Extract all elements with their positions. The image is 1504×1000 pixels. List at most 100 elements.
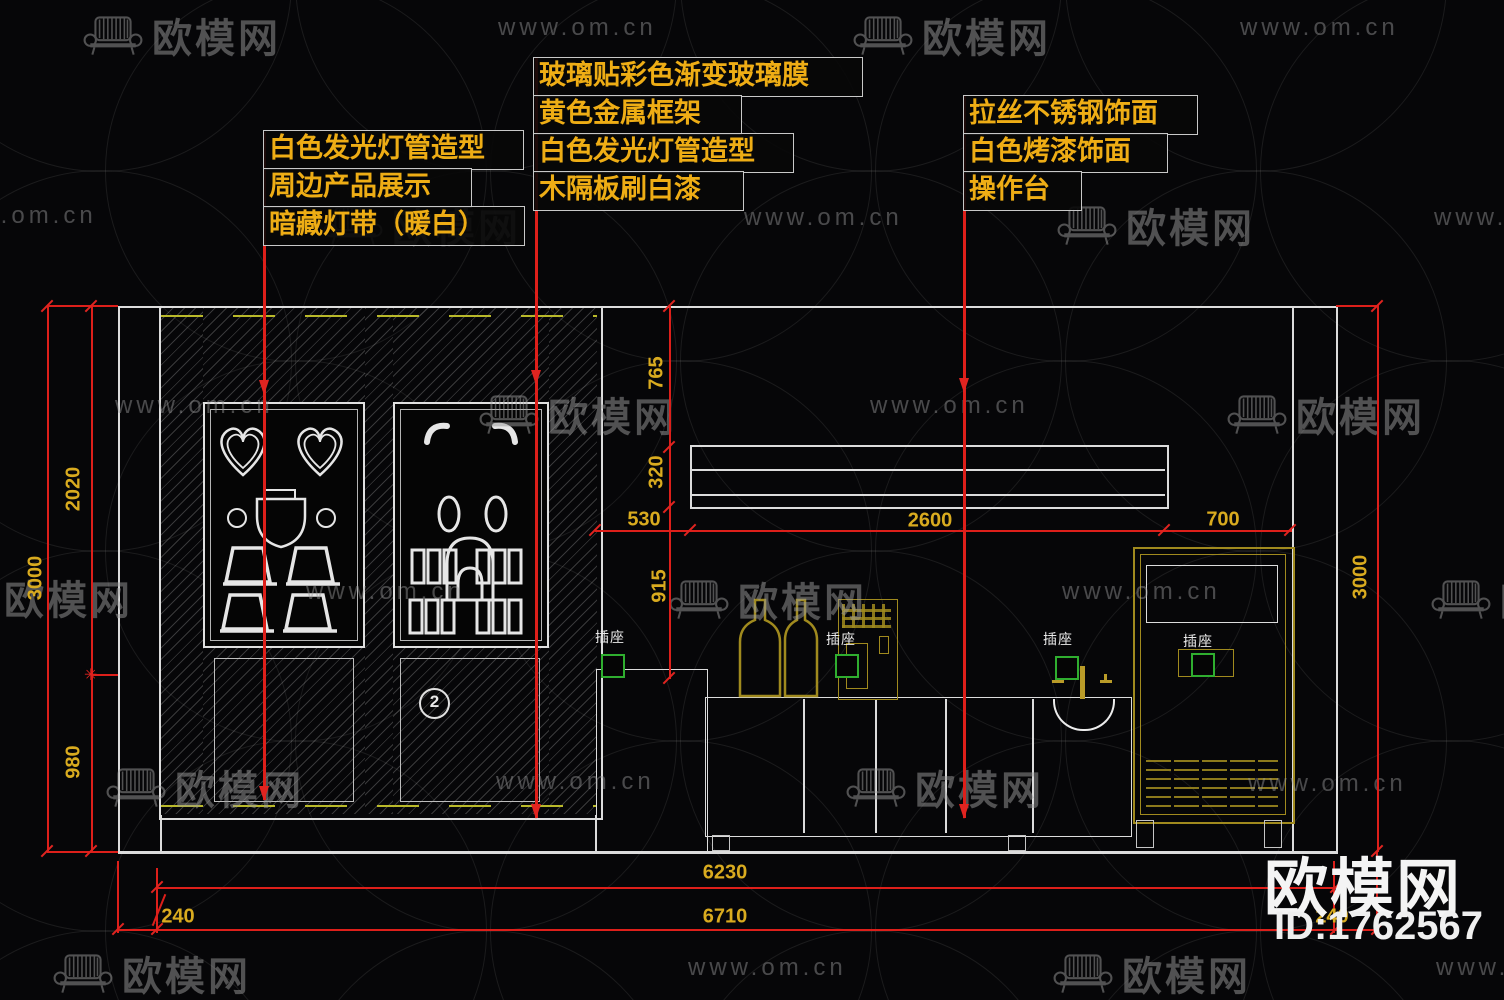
sofa-icon (479, 395, 539, 434)
faucet-spout (1080, 666, 1085, 699)
watermark-url: www.om.cn (744, 204, 903, 231)
watermark-logo: 欧模网 (1052, 944, 1251, 1000)
dim-line-right-total (1377, 306, 1379, 852)
sofa-icon (853, 16, 913, 55)
cabinet-top-rail-left (203, 308, 365, 402)
outlet-2 (835, 654, 859, 678)
cabinet-left-stile (161, 308, 203, 814)
wall-shelf-line-1 (690, 469, 1165, 471)
watermark-brand-text: 欧模网 (915, 769, 1044, 813)
watermark-circle (490, 360, 872, 742)
cabinet-right-stile (549, 308, 597, 814)
display-cabinet-frame (159, 306, 603, 820)
watermark-logo: 欧模网 (322, 196, 521, 254)
watermark-brand-text: 欧模网 (122, 955, 251, 999)
leader-mid-arrow-end (531, 804, 541, 819)
watermark-brand-text: 欧模网 (175, 769, 304, 813)
wall-shelf-line-2 (690, 494, 1165, 496)
ice-machine-grille (1146, 757, 1278, 807)
ice-machine-leg-right (1264, 820, 1282, 848)
main-counter (705, 697, 1132, 837)
watermark-circle (680, 170, 1062, 552)
callout-right-2: 白色烤漆饰面 (963, 133, 1168, 173)
watermark-logo: 欧模网 (1056, 196, 1255, 254)
leader-mid (535, 57, 538, 818)
watermark-circle (0, 0, 292, 172)
panel-number: 2 (429, 692, 440, 711)
watermark-circle (105, 0, 487, 362)
display-items-face-graphic (408, 422, 523, 635)
display-window-left-inner-frame (210, 409, 358, 641)
watermark-logo: 欧模网 (0, 568, 133, 626)
left-wall-line (118, 306, 120, 853)
ice-machine-inner-frame (1140, 554, 1286, 815)
dim-right-total: 3000 (1349, 554, 1372, 600)
watermark-brand-text: 欧模网 (1500, 570, 1504, 628)
watermark-circle (1260, 740, 1504, 1000)
outlet-1 (601, 654, 625, 678)
outlet-4 (1191, 653, 1215, 677)
watermark-circle (1260, 360, 1504, 742)
callout-left-1: 白色发光灯管造型 (263, 130, 524, 170)
display-window-right-inner-frame (400, 409, 542, 641)
counter-divider-2 (875, 699, 877, 833)
sofa-icon (323, 206, 383, 245)
led-strip-bottom (161, 805, 597, 807)
watermark-circle (680, 0, 1062, 172)
cabinet-plinth-left (160, 815, 162, 852)
watermark-circle (1065, 930, 1447, 1000)
sofa-icon (53, 954, 113, 993)
callout-mid-4: 木隔板刷白漆 (533, 171, 744, 211)
callout-mid-2: 黄色金属框架 (533, 95, 742, 135)
ice-machine-leg-left (1136, 820, 1154, 848)
outlet-1-label: 插座 (595, 629, 625, 645)
counter-leg-2 (1008, 835, 1026, 851)
callout-right-3: 操作台 (963, 171, 1082, 211)
watermark-logo: 欧模网 (1430, 570, 1504, 628)
callout-right-1: 拉丝不锈钢饰面 (963, 95, 1198, 135)
watermark-circle (875, 0, 1257, 362)
callout-mid-1: 玻璃贴彩色渐变玻璃膜 (533, 57, 863, 97)
dim-240-leader (151, 893, 167, 927)
dim-line-6230 (157, 887, 1336, 889)
watermark-brand-text: 欧模网 (922, 17, 1051, 61)
watermark-brand-text: 欧模网 (1122, 955, 1251, 999)
watermark-brand-text: 欧模网 (392, 207, 521, 251)
leader-left-arrow-end (259, 786, 269, 801)
coffee-machine-door (846, 643, 868, 689)
bottles-graphic (738, 598, 819, 698)
panel-number-badge: 2 (419, 688, 450, 719)
counter-divider-1 (803, 699, 805, 833)
counter-leg-1 (712, 835, 730, 851)
faucet-handle-right (1100, 680, 1112, 683)
dim-240-right: 240 (1315, 905, 1349, 928)
cabinet-bottom-rail-left (203, 648, 365, 814)
watermark-brand-text: 欧模网 (1126, 207, 1255, 251)
watermark-url: www.om.cn (0, 202, 97, 229)
watermark-brand-text: 欧模网 (4, 579, 133, 623)
watermark-brand-text: 欧模网 (1296, 396, 1425, 440)
sofa-icon (83, 16, 143, 55)
counter-divider-4 (1032, 699, 1034, 833)
coffee-machine-spout (879, 636, 889, 654)
display-window-right (393, 402, 549, 648)
outlet-3-label: 插座 (1043, 631, 1073, 647)
sofa-icon (1053, 954, 1113, 993)
cabinet-mid-stile (365, 308, 393, 814)
dim-mid-765: 765 (645, 356, 668, 390)
watermark-circle (0, 930, 292, 1000)
watermark-brand-text: 欧模网 (152, 17, 281, 61)
watermark-logo: 欧模网 (852, 6, 1051, 64)
outlet-3 (1055, 656, 1079, 680)
sofa-icon (106, 768, 166, 807)
watermark-circle (875, 360, 1257, 742)
dim-mid-320: 320 (645, 455, 668, 489)
dim-left-upper: 2020 (62, 466, 85, 512)
dim-line-mid-chain (669, 306, 671, 679)
dim-ext-b2 (156, 868, 158, 933)
dim-line-horizontal-chain (595, 530, 1292, 532)
dim-240-left: 240 (161, 905, 195, 928)
